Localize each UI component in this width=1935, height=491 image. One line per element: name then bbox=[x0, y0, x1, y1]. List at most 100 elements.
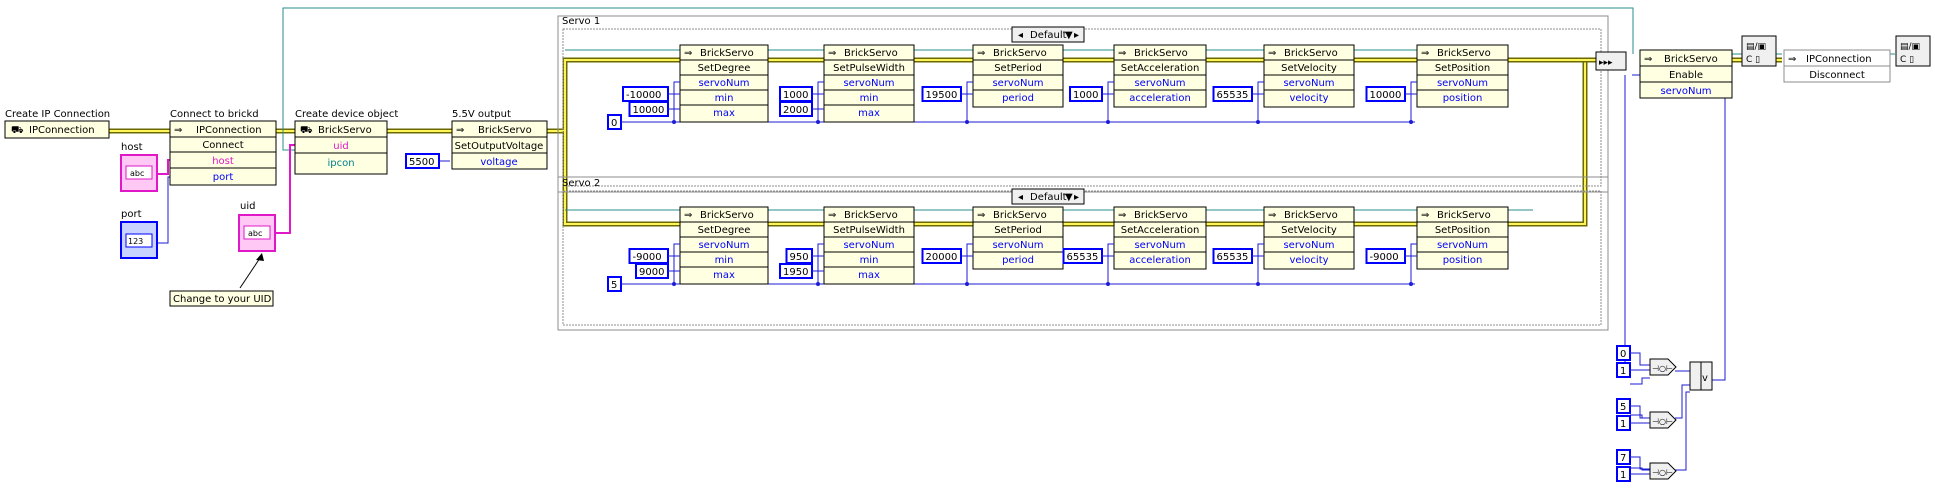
servo-index-constant[interactable]: 0 bbox=[1616, 345, 1631, 361]
numeric-constant[interactable]: 2000 bbox=[779, 101, 813, 117]
invoke-icon: ⇒ bbox=[1421, 48, 1429, 59]
servonum-terminal: servoNum bbox=[698, 78, 749, 89]
one-constant[interactable]: 1 bbox=[1616, 362, 1631, 378]
numeric-constant[interactable]: 10000 bbox=[1365, 86, 1406, 102]
numeric-wire bbox=[155, 74, 1726, 471]
servo-index-value: 0 bbox=[1620, 349, 1626, 360]
chevron-down-icon[interactable]: ▼ bbox=[1065, 192, 1073, 203]
disconnect-node[interactable]: ⇒ IPConnection Disconnect bbox=[1783, 49, 1891, 83]
or-node[interactable]: v bbox=[1689, 361, 1713, 391]
constant-value: 10000 bbox=[1370, 90, 1402, 101]
case-left-arrow[interactable]: ◂ bbox=[1018, 30, 1023, 41]
servo-num-constant[interactable]: 5 bbox=[607, 276, 622, 292]
brick-servo-constructor[interactable]: ⛟ BrickServo uid ipcon bbox=[294, 120, 388, 175]
numeric-constant[interactable]: 9000 bbox=[635, 263, 669, 279]
servo-index-constant[interactable]: 7 bbox=[1616, 449, 1631, 465]
servo-node-setacceleration[interactable]: ⇒BrickServoSetAccelerationservoNumaccele… bbox=[1113, 206, 1207, 270]
numeric-constant[interactable]: -9000 bbox=[628, 248, 669, 264]
node-title: BrickServo bbox=[700, 210, 754, 221]
case-selector[interactable] bbox=[1011, 26, 1085, 43]
node-method: SetPeriod bbox=[994, 63, 1042, 74]
wire-junction bbox=[965, 282, 969, 286]
period-terminal: period bbox=[1002, 255, 1034, 266]
servonum-terminal: servoNum bbox=[843, 240, 894, 251]
max-terminal: max bbox=[713, 108, 735, 119]
ip-connect-node[interactable]: ⇒ IPConnection Connect host port bbox=[169, 120, 277, 186]
numeric-constant[interactable]: 20000 bbox=[921, 248, 962, 264]
svg-text:Enable: Enable bbox=[1669, 70, 1703, 81]
enable-node[interactable]: ⇒ BrickServo Enable servoNum bbox=[1639, 49, 1733, 99]
case-selector-2[interactable] bbox=[1011, 188, 1085, 205]
node-method: SetDegree bbox=[698, 63, 751, 74]
servo-num-value: 5 bbox=[611, 280, 617, 291]
case-right-arrow[interactable]: ▸ bbox=[1074, 192, 1079, 203]
servo-num-branch bbox=[1257, 243, 1264, 284]
velocity-terminal: velocity bbox=[1289, 93, 1328, 104]
shift-node[interactable]: ⊣○⊢ bbox=[1649, 462, 1677, 480]
node-title: BrickServo bbox=[993, 210, 1047, 221]
uid-note: Change to your UID bbox=[169, 290, 274, 307]
ip-connection-constructor[interactable]: ⛟ IPConnection bbox=[4, 120, 110, 139]
uid-label: uid bbox=[240, 201, 255, 212]
port-control[interactable]: 123 bbox=[120, 221, 158, 259]
voltage-constant[interactable]: 5500 bbox=[405, 153, 440, 169]
servo-index-constant[interactable]: 5 bbox=[1616, 398, 1631, 414]
acceleration-terminal: acceleration bbox=[1129, 255, 1191, 266]
close-reference-node[interactable]: ▤/▣ C ▯ bbox=[1741, 35, 1777, 67]
node-title: BrickServo bbox=[844, 210, 898, 221]
numeric-constant[interactable]: 1950 bbox=[779, 263, 813, 279]
shift-node[interactable]: ⊣○⊢ bbox=[1649, 358, 1677, 376]
shift-node[interactable]: ⊣○⊢ bbox=[1649, 411, 1677, 429]
invoke-icon: ⇒ bbox=[1118, 210, 1126, 221]
close-reference-node-2[interactable]: ▤/▣ C ▯ bbox=[1895, 35, 1931, 67]
invoke-icon: ⇒ bbox=[1788, 54, 1796, 65]
constant-value: 10000 bbox=[633, 105, 665, 116]
numeric-constant[interactable]: 10000 bbox=[628, 101, 669, 117]
numeric-constant[interactable]: 950 bbox=[785, 248, 813, 264]
servo-num-branch bbox=[817, 81, 824, 122]
period-terminal: period bbox=[1002, 93, 1034, 104]
one-value: 1 bbox=[1620, 470, 1626, 481]
ipcon-terminal: ipcon bbox=[327, 158, 354, 169]
string-icon: abc bbox=[130, 169, 144, 178]
case-left-arrow[interactable]: ◂ bbox=[1018, 192, 1023, 203]
servo-num-constant[interactable]: 0 bbox=[607, 114, 622, 130]
chevron-down-icon[interactable]: ▼ bbox=[1065, 30, 1073, 41]
numeric-constant[interactable]: -10000 bbox=[622, 86, 669, 102]
case-right-arrow[interactable]: ▸ bbox=[1074, 30, 1079, 41]
wire-junction bbox=[672, 120, 676, 124]
servo-num-branch bbox=[1107, 81, 1114, 122]
min-terminal: min bbox=[715, 93, 734, 104]
invoke-icon: ⇒ bbox=[828, 48, 836, 59]
uid-control[interactable]: abc bbox=[238, 214, 276, 252]
numeric-constant[interactable]: 65535 bbox=[1212, 248, 1253, 264]
numeric-constant[interactable]: 65535 bbox=[1212, 86, 1253, 102]
host-control[interactable]: abc bbox=[120, 154, 158, 192]
numeric-constant[interactable]: 19500 bbox=[921, 86, 962, 102]
numeric-constant[interactable]: 1000 bbox=[779, 86, 813, 102]
node-title: BrickServo bbox=[1284, 210, 1338, 221]
index-wire bbox=[1630, 405, 1650, 419]
set-output-voltage-node[interactable]: ⇒ BrickServo SetOutputVoltage voltage bbox=[451, 120, 548, 170]
wire-junction bbox=[816, 120, 820, 124]
numeric-constant[interactable]: 65535 bbox=[1062, 248, 1103, 264]
servo-node-setacceleration[interactable]: ⇒BrickServoSetAccelerationservoNumaccele… bbox=[1113, 44, 1207, 108]
numeric-constant[interactable]: -9000 bbox=[1365, 248, 1406, 264]
position-terminal: position bbox=[1443, 93, 1483, 104]
servo-num-branch bbox=[673, 81, 680, 122]
servo-row-1: 0⇒BrickServoSetDegreeservoNumminmax-1000… bbox=[607, 44, 1509, 130]
numeric-constant[interactable]: 1000 bbox=[1069, 86, 1103, 102]
svg-text:5500: 5500 bbox=[409, 157, 434, 168]
one-constant[interactable]: 1 bbox=[1616, 466, 1631, 482]
one-constant[interactable]: 1 bbox=[1616, 415, 1631, 431]
